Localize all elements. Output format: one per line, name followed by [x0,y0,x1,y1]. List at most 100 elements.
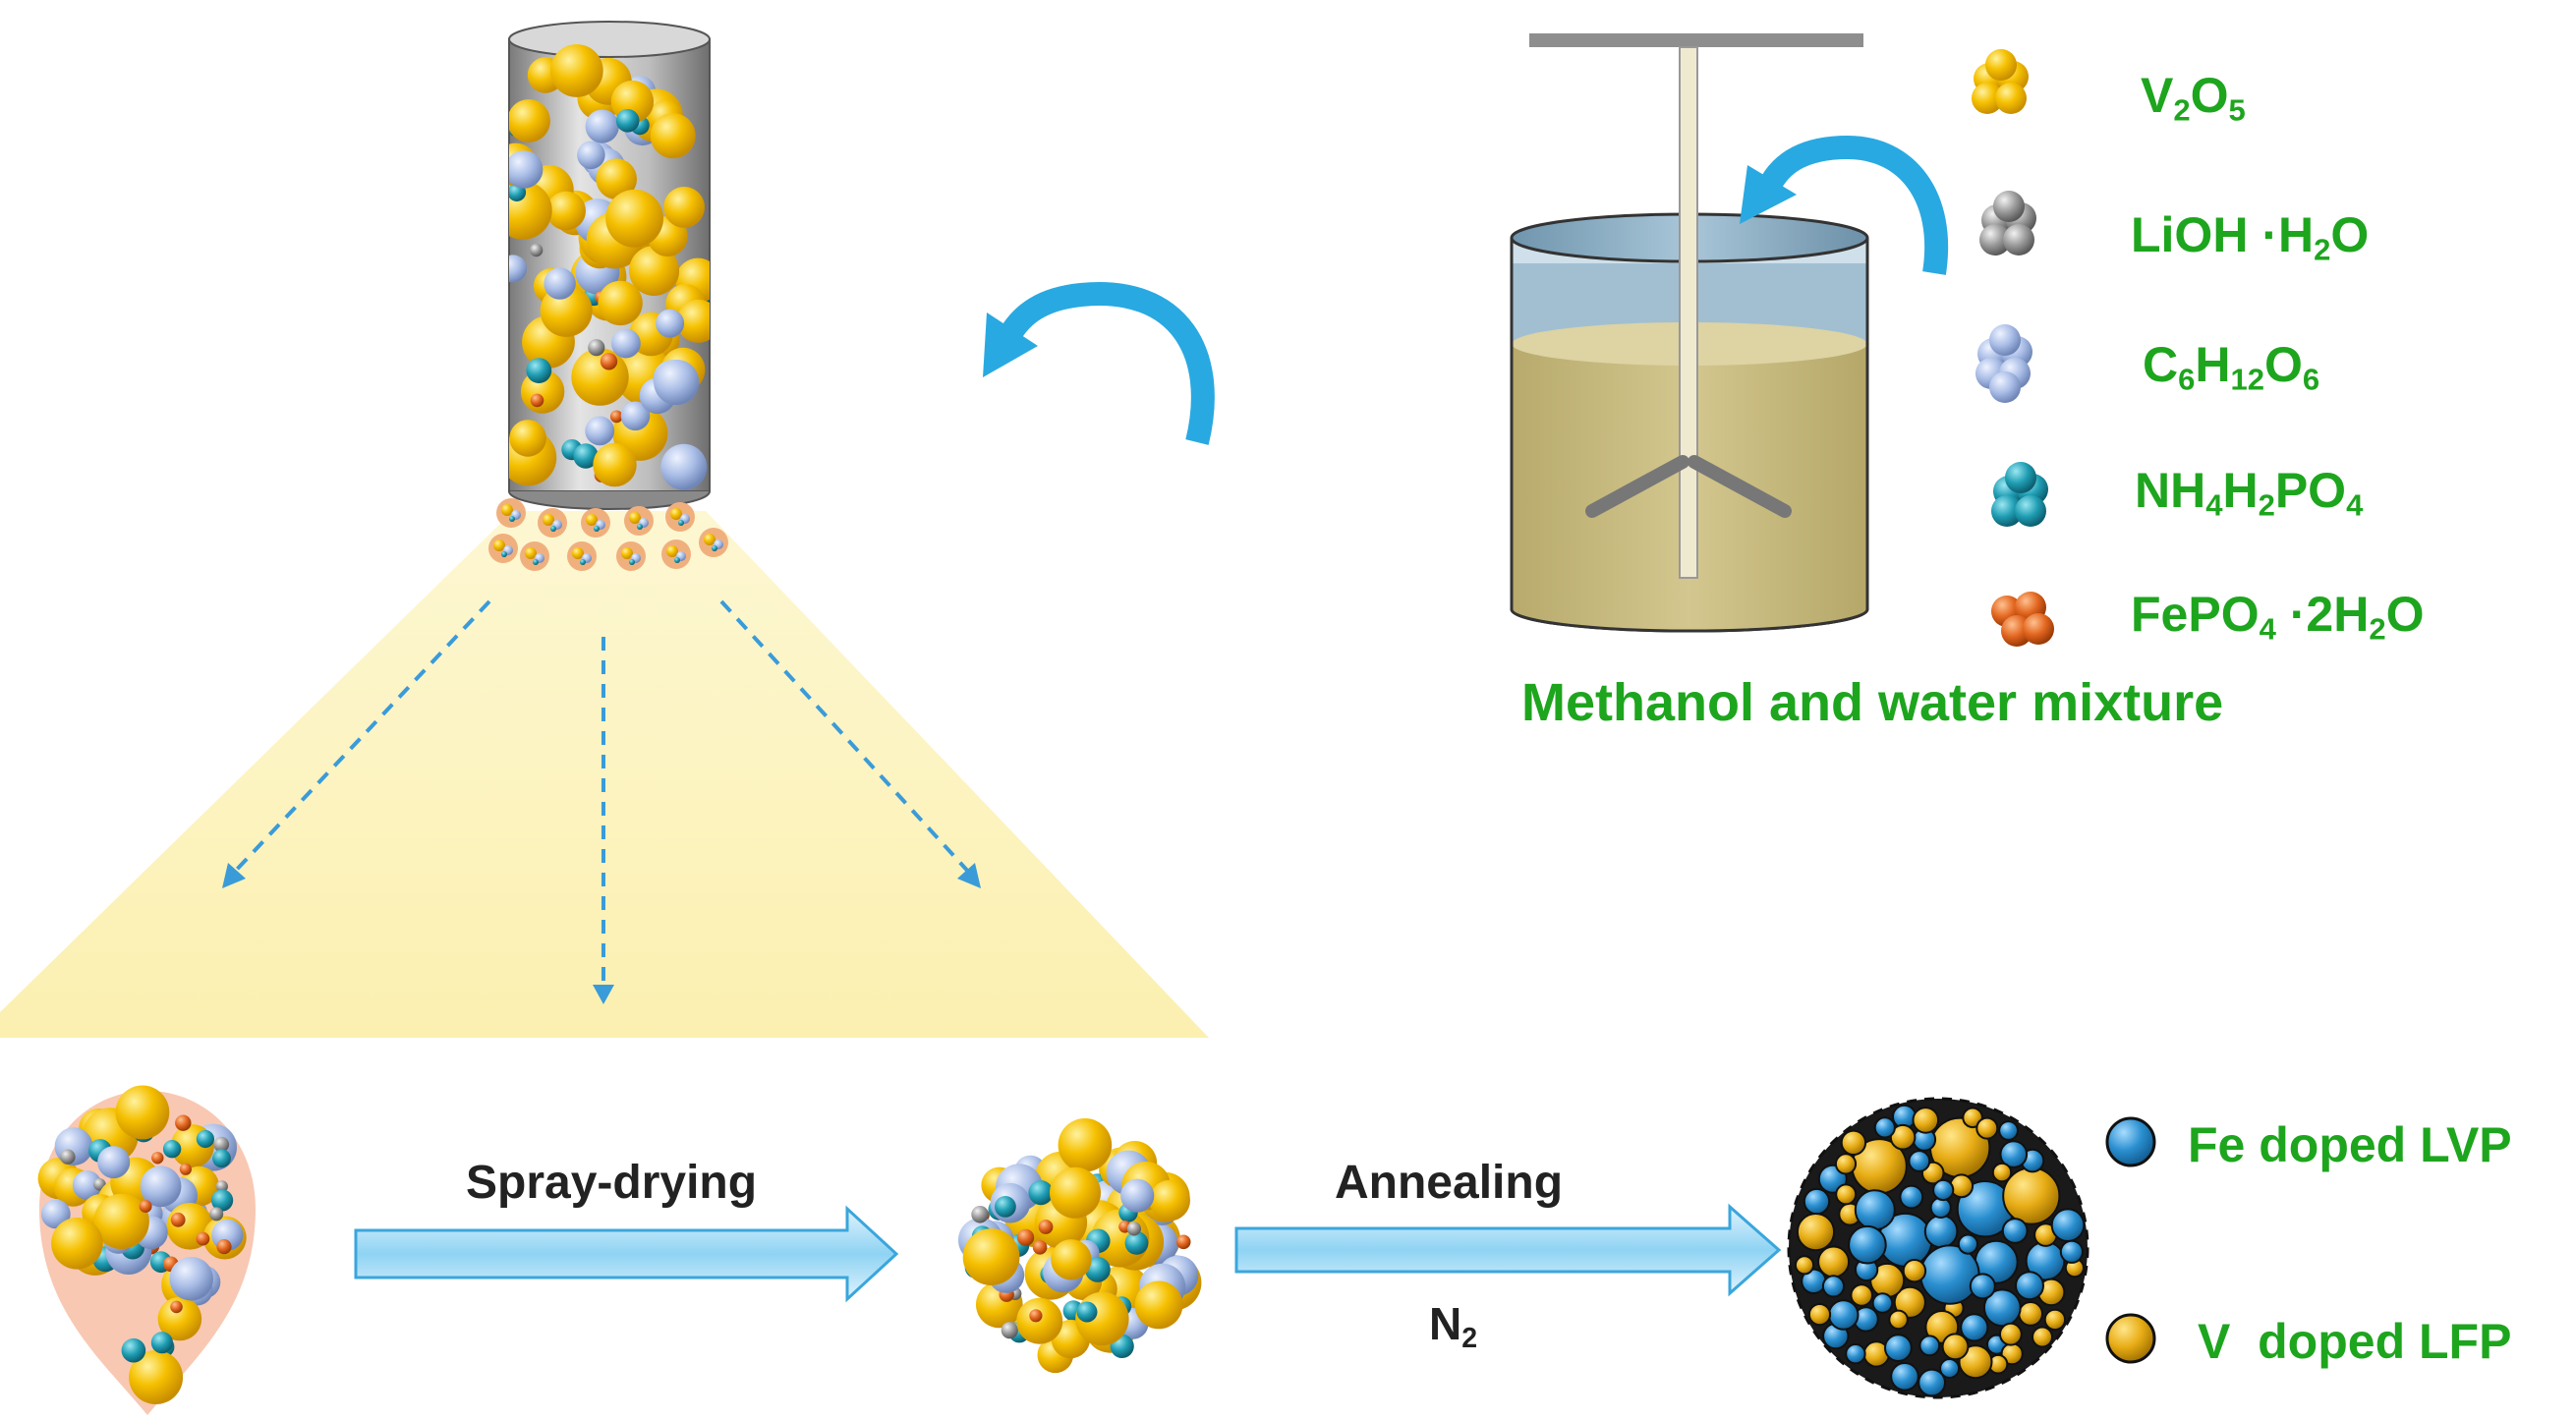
formula-text: O [2263,337,2303,392]
nh4h2po4-particle [211,1189,234,1212]
spray-arrow-center-head [593,985,614,1004]
glucose-particle [577,141,605,170]
v-doped-lfp-grain [1888,1309,1909,1331]
nh4h2po4-particle [594,526,600,532]
formula-subscript: 2 [2314,232,2331,267]
v-doped-lfp-grain [1889,1123,1917,1151]
fepo4-particle [196,1231,210,1246]
fepo4-particle [1038,1220,1054,1234]
annealing-label: Annealing [1335,1157,1564,1209]
droplet-particle [520,541,549,571]
formula-subscript: 6 [2302,362,2320,397]
fepo4-particle [1017,1228,1035,1246]
v2o5-particle [704,534,716,545]
lioh-particle [213,1136,230,1153]
cluster-atom [2005,462,2036,493]
formula-subscript: 2 [2173,92,2191,128]
v2o5-particle [629,246,680,296]
fe-doped-lvp-grain [1884,1334,1913,1362]
v-doped-lfp-particle-icon [2105,1313,2156,1364]
formula-text: H [2195,337,2231,392]
fepo4-particle [170,1300,183,1314]
nh4h2po4-particle [674,557,680,563]
fe-doped-lvp-grain [1939,1358,1961,1379]
glucose-particle [140,1165,182,1208]
nh4h2po4-particle [150,1332,173,1354]
fe-doped-lvp-grain [1969,1273,1996,1300]
droplet-particle [581,508,610,538]
v2o5-particle [543,514,554,526]
spray-arrow-right [719,599,973,877]
fe-doped-lvp-grain [1873,1116,1896,1139]
lioh-particle [530,244,544,257]
glucose-particle [620,401,651,431]
precursor-particles-in-cylinder [509,44,710,490]
nh4h2po4-particle [1124,1231,1149,1255]
v2o5-particle [509,99,550,142]
v2o5-particle [650,113,696,159]
v2o5-particle [129,1350,184,1404]
cluster-atom [1989,371,2021,403]
formula-subscript: 2 [2258,487,2275,523]
v-doped-lfp-grain [1941,1333,1970,1361]
spray-nozzle-cylinder [508,21,711,510]
curved-transfer-arrow-left [983,282,1215,445]
fe-doped-lvp-grain [1932,1178,1955,1202]
v-doped-lfp-grain [1850,1283,1873,1307]
glucose-particle [544,267,576,300]
v-doped-lfp-grain [1834,1153,1858,1175]
nh4h2po4-particle [212,1149,231,1168]
v-doped-lfp-grain [1912,1107,1940,1134]
v2o5-particle [1058,1118,1113,1172]
fe-doped-lvp-grain [1918,1368,1946,1397]
v-doped-lfp-grain [1902,1259,1927,1283]
fepo4-particle [175,1114,192,1131]
spray-direction-arrows [222,599,981,1004]
fe-doped-lvp-grain [2001,1218,2029,1244]
glucose-particle [72,1170,102,1200]
reagent-label-glucose: C6H12O6 [2143,336,2319,398]
v2o5-particle [663,187,705,228]
v2o5-particle [493,540,505,551]
glucose-particle [97,1146,131,1179]
nh4h2po4-particle [526,358,552,383]
v-doped-lfp-grain [1794,1255,1815,1276]
fepo4-particle [1032,1240,1048,1255]
formula-subscript: 4 [2346,487,2364,523]
v2o5-particle [51,1218,103,1270]
atmosphere-label: N2 [1429,1297,1477,1355]
v2o5-particle [676,299,710,343]
v2o5-cluster-icon [1972,49,2029,114]
solvent-label: Methanol and water mixture [1521,673,2224,732]
spray-drying-arrow [354,1205,899,1303]
product-label-fe-doped-lvp: Fe doped LVP [2188,1117,2512,1172]
formula-text: O [2330,207,2370,262]
lioh-particle [60,1149,76,1165]
fepo4-particle [179,1163,192,1175]
atomized-droplets [488,498,728,571]
spray-dried-precursor-sphere [958,1118,1202,1374]
v2o5-particle [670,508,682,520]
v2o5-particle [1050,1166,1101,1219]
nh4h2po4-particle [637,524,643,530]
cluster-atom [1979,224,2011,256]
fe-doped-lvp-grain [1923,1214,1959,1249]
reagent-label-lioh: LiOH ·H2O [2131,206,2369,268]
droplet-particle [488,534,518,563]
spray-arrow-left [230,599,491,877]
spray-cone [0,511,1209,1038]
lioh-particle [971,1206,989,1223]
nh4h2po4-particle [615,109,640,133]
glucose-particle [509,150,544,189]
v2o5-particle [629,512,641,524]
fe-doped-lvp-grain [2015,1271,2044,1301]
spray-drying-label: Spray-drying [466,1157,758,1209]
v2o5-particle [596,158,637,199]
droplet-particle [661,540,691,569]
v2o5-particle [509,420,546,457]
product-label-v-doped-lfp: V doped LFP [2198,1314,2512,1369]
stirrer-mount-bar [1529,33,1863,47]
v2o5-particle [572,547,584,559]
fe-doped-lvp-grain [1960,1313,1989,1342]
droplet-particle [699,528,728,557]
